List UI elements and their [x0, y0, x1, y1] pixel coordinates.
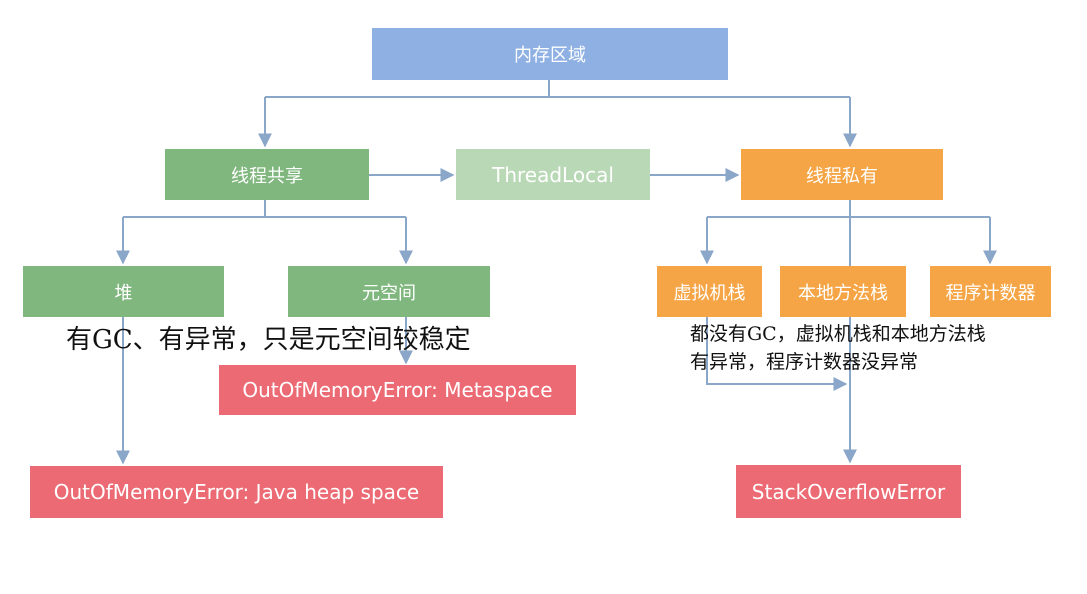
threadlocal-node: ThreadLocal [456, 149, 650, 200]
memory-area-node: 内存区域 [372, 28, 728, 80]
private-annotation-line-2: 有异常，程序计数器没异常 [690, 351, 919, 373]
private-area-annotation: 都没有GC，虚拟机栈和本地方法栈 有异常，程序计数器没异常 [690, 320, 986, 376]
stack-overflow-node: StackOverflowError [736, 465, 961, 518]
program-counter-node: 程序计数器 [930, 266, 1051, 317]
oom-heap-node: OutOfMemoryError: Java heap space [30, 466, 443, 518]
heap-node: 堆 [23, 266, 224, 317]
shared-area-annotation: 有GC、有异常，只是元空间较稳定 [66, 325, 471, 355]
vm-stack-node: 虚拟机栈 [657, 266, 762, 317]
oom-metaspace-node: OutOfMemoryError: Metaspace [219, 365, 576, 415]
edge-vmstack-merge [706, 317, 848, 391]
private-annotation-line-1: 都没有GC，虚拟机栈和本地方法栈 [690, 323, 986, 345]
thread-shared-node: 线程共享 [165, 149, 369, 200]
metaspace-node: 元空间 [288, 266, 490, 317]
native-method-stack-node: 本地方法栈 [780, 266, 906, 317]
thread-private-node: 线程私有 [741, 149, 943, 200]
